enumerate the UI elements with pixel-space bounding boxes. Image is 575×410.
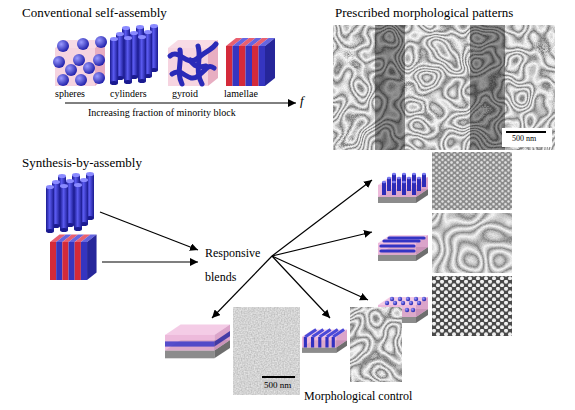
- scale-bar-label: 500 nm: [511, 134, 537, 143]
- scale-bar-label: 500 nm: [263, 380, 292, 390]
- phase-label: gyroid: [172, 88, 198, 100]
- phase-label: spheres: [55, 88, 85, 100]
- axis-label: Increasing fraction of minority block: [88, 107, 236, 119]
- axis-symbol: f: [300, 94, 304, 109]
- section-heading: Conventional self-assembly: [22, 6, 167, 21]
- section-heading: Morphological control: [304, 390, 412, 404]
- section-heading: Prescribed morphological patterns: [335, 6, 513, 21]
- phase-label: cylinders: [110, 88, 147, 100]
- process-label: Responsive blends: [205, 241, 269, 289]
- section-heading: Synthesis-by-assembly: [22, 156, 142, 171]
- phase-label: lamellae: [224, 88, 258, 100]
